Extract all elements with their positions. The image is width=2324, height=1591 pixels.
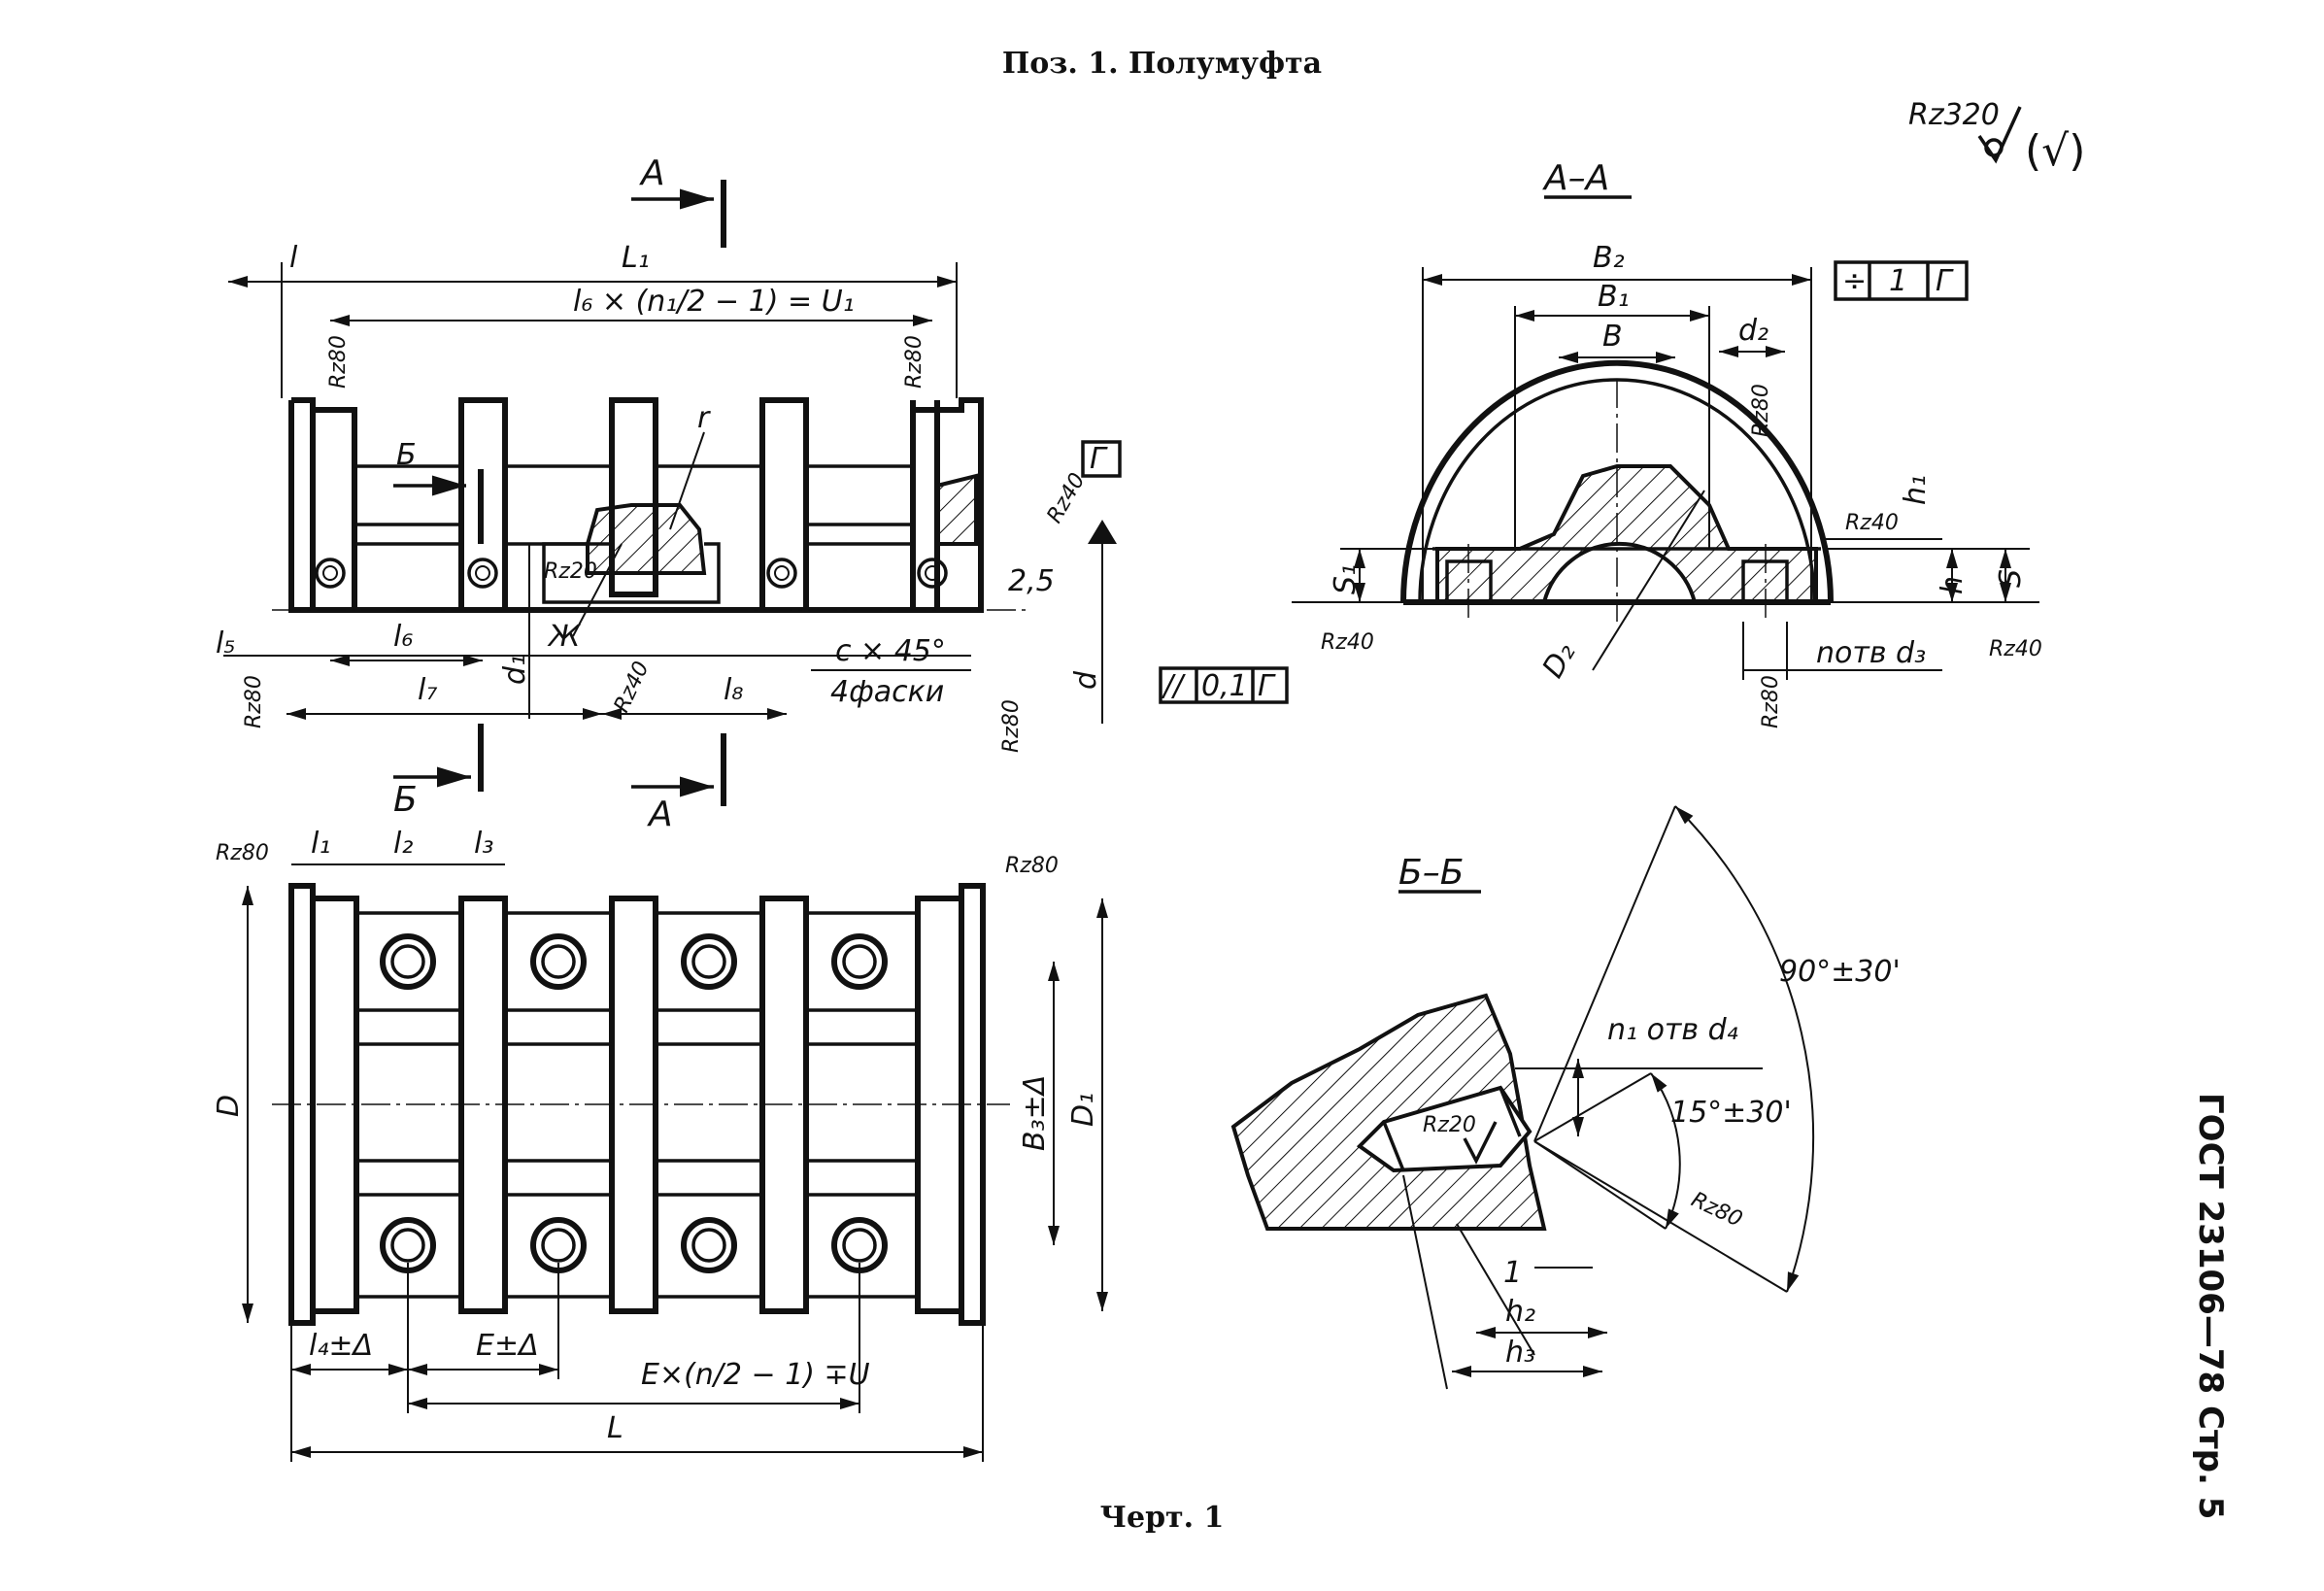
base-G: Г bbox=[1090, 442, 1108, 476]
dim-d: d bbox=[1069, 670, 1103, 690]
dim-B3: B₃±Δ bbox=[1018, 1075, 1052, 1151]
dim-chamfer: c × 45° bbox=[835, 634, 946, 668]
roughness-note: (√) bbox=[2025, 126, 2085, 176]
dim-D1: D₁ bbox=[1066, 1093, 1100, 1127]
dim-l2: l₂ bbox=[393, 827, 413, 861]
plan-bolt-holes bbox=[380, 933, 888, 1273]
dim-l: l bbox=[289, 241, 298, 275]
section-mark-A-bottom: A bbox=[647, 795, 673, 834]
dim-l7: l₇ bbox=[418, 673, 437, 707]
roughness-bb-rz20: Rz20 bbox=[1423, 1113, 1476, 1137]
dim-angle-15: 15°±30' bbox=[1670, 1096, 1792, 1130]
dim-L1: L₁ bbox=[622, 241, 650, 275]
roughness-rz320: Rz320 bbox=[1908, 98, 2000, 132]
dim-h2: h₂ bbox=[1505, 1295, 1535, 1329]
roughness-rz40-chamfer: Rz40 bbox=[1043, 469, 1091, 527]
roughness-aa-rz80-bottom: Rz80 bbox=[1759, 675, 1783, 728]
dim-holes-d4: n₁ отв d₄ bbox=[1607, 1013, 1738, 1047]
roughness-plan-right: Rz80 bbox=[1005, 854, 1059, 878]
dim-l4: l₄±Δ bbox=[309, 1329, 373, 1363]
drawing-caption: Черт. 1 bbox=[1099, 1501, 1225, 1535]
roughness-aa-rz40-left: Rz40 bbox=[1321, 630, 1374, 655]
tolerance-value: 0,1 bbox=[1201, 669, 1248, 703]
plan-view: l₁ l₂ l₃ Rz80 Rz80 D D₁ B₃±Δ l₄±Δ E±Δ E×… bbox=[212, 827, 1108, 1462]
roughness-aa-rz40-bottom: Rz40 bbox=[1989, 637, 2042, 661]
tolerance-symbol-sym: ÷ bbox=[1842, 264, 1867, 298]
dim-r: r bbox=[697, 401, 711, 435]
tolerance-base: Г bbox=[1258, 669, 1276, 703]
dim-S1: S₁ bbox=[1329, 564, 1363, 594]
dim-l3: l₃ bbox=[474, 827, 493, 861]
tolerance-base-sym: Г bbox=[1936, 264, 1954, 298]
tolerance-value-sym: 1 bbox=[1889, 264, 1907, 298]
roughness-rz20-center: Rz20 bbox=[544, 559, 597, 584]
tolerance-symbol: // bbox=[1161, 669, 1186, 703]
roughness-rz40-bottom: Rz40 bbox=[610, 658, 655, 716]
dim-l5: l₅ bbox=[216, 626, 235, 660]
roughness-aa-rz80-top: Rz80 bbox=[1749, 384, 1773, 437]
dim-angle-90: 90°±30' bbox=[1779, 955, 1901, 989]
mark-Zh: Ж bbox=[547, 620, 582, 654]
dim-formula-U1: l₆ × (n₁/2 − 1) = U₁ bbox=[573, 285, 855, 319]
dim-l1: l₁ bbox=[311, 827, 330, 861]
page-title: Поз. 1. Полумуфта bbox=[1001, 47, 1323, 81]
dim-d2: d₂ bbox=[1738, 314, 1768, 348]
dim-B1: B₁ bbox=[1598, 280, 1630, 314]
roughness-plan-left: Rz80 bbox=[216, 841, 269, 865]
tolerance-frame-symmetry: ÷ 1 Г bbox=[1834, 260, 1969, 301]
dim-E: E±Δ bbox=[476, 1329, 539, 1363]
dim-2-5: 2,5 bbox=[1008, 564, 1055, 598]
section-mark-B: Б bbox=[396, 438, 417, 472]
dim-L: L bbox=[607, 1411, 623, 1445]
front-view: L₁ l l₆ × (n₁/2 − 1) = U₁ l₅ l₆ l₇ l₈ d₁… bbox=[216, 153, 1289, 834]
roughness-rz80-bottom-right: Rz80 bbox=[999, 699, 1024, 753]
dim-formula-U: E×(n/2 − 1) ∓U bbox=[641, 1358, 870, 1392]
dim-h1: h₁ bbox=[1899, 475, 1933, 505]
dim-h3: h₃ bbox=[1505, 1336, 1535, 1370]
roughness-rz80-left: Rz80 bbox=[326, 335, 351, 389]
dim-D2: D₂ bbox=[1536, 637, 1583, 684]
section-mark-B-bottom: Б bbox=[393, 780, 418, 820]
tolerance-frame-parallel: // 0,1 Г bbox=[1159, 666, 1289, 704]
section-AA-label: A–A bbox=[1542, 158, 1609, 198]
dim-B: B bbox=[1602, 320, 1623, 354]
dim-l8: l₈ bbox=[724, 673, 743, 707]
roughness-aa-rz40-right: Rz40 bbox=[1845, 511, 1899, 535]
chamfer-note: 4фаски bbox=[830, 675, 944, 709]
section-BB: Б–Б Rz20 90°±30' 15°±30' n₁ отв d₄ 1 h₂ … bbox=[1230, 805, 1901, 1390]
roughness-rz80-right: Rz80 bbox=[902, 335, 926, 389]
dim-D: D bbox=[212, 1095, 246, 1117]
dim-d1: d₁ bbox=[498, 655, 532, 685]
dim-holes-d3: nотв d₃ bbox=[1816, 636, 1926, 670]
dim-S: S bbox=[1994, 569, 2028, 588]
front-bolt-holes bbox=[315, 558, 948, 589]
dim-l6: l₆ bbox=[393, 620, 413, 654]
general-roughness-symbol: Rz320 (√) bbox=[1908, 98, 2085, 176]
dim-B2: B₂ bbox=[1593, 241, 1625, 275]
section-AA: A–A B₂ B₁ B d₂ ÷ 1 Г bbox=[1292, 158, 2042, 728]
roughness-rz80-bottom-left: Rz80 bbox=[242, 675, 266, 728]
roughness-bb-rz80: Rz80 bbox=[1687, 1188, 1745, 1233]
dim-1: 1 bbox=[1503, 1256, 1522, 1290]
section-BB-label: Б–Б bbox=[1398, 853, 1464, 893]
section-mark-A-top: A bbox=[639, 153, 665, 193]
